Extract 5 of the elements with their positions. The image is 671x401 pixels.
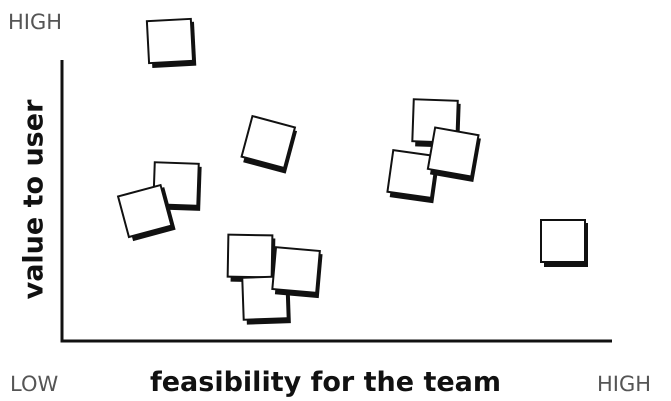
axis-title: value to user (20, 100, 48, 300)
axis-end-label: HIGH (597, 374, 652, 395)
axis-end-label: LOW (10, 374, 58, 395)
axis-title: feasibility for the team (150, 369, 502, 396)
axis-end-label: HIGH (8, 12, 62, 33)
